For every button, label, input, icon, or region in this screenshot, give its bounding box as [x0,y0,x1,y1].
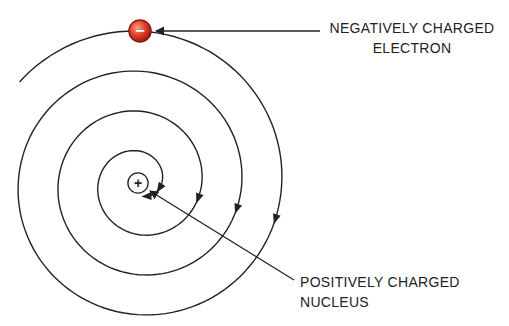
leader-line [156,30,320,31]
direction-arrowhead [273,213,281,224]
spiral-path [18,31,282,315]
spiral-line [18,31,282,315]
direction-arrowhead [235,203,243,214]
leader-line [150,191,294,280]
callout-label: POSITIVELY CHARGED NUCLEUS [300,272,480,312]
direction-arrowhead [141,192,151,200]
nucleus-circle: + [127,172,149,194]
direction-arrowhead [157,182,166,193]
charge-sign: + [134,176,142,190]
charge-sign: − [135,23,144,39]
electron-circle: − [128,19,152,43]
callout-label: NEGATIVELY CHARGED ELECTRON [326,18,498,58]
direction-arrowhead [196,192,203,203]
